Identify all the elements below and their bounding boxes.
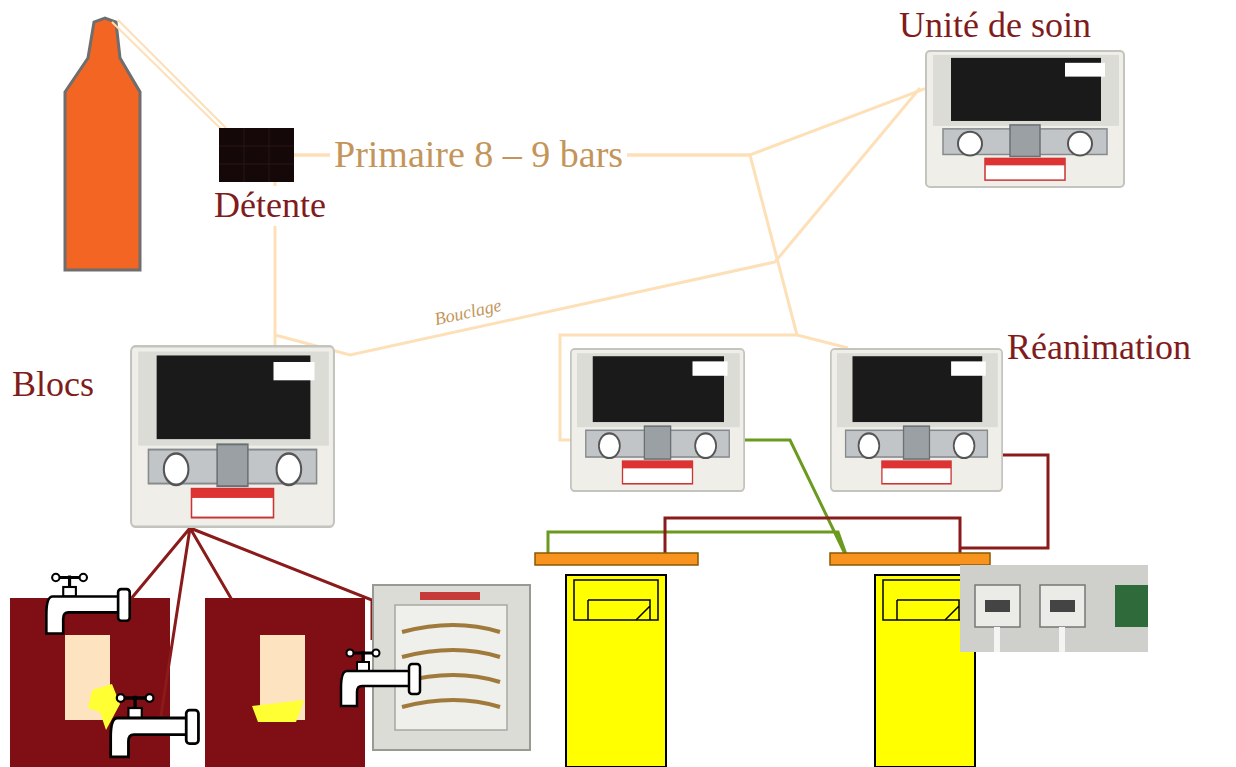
gauge (599, 433, 620, 458)
panel-casing (926, 51, 1124, 187)
gauge (164, 453, 189, 484)
node-heading: Réanimation (1005, 328, 1193, 368)
warning-band (985, 158, 1065, 165)
warning-sticker (623, 461, 693, 484)
gas-pipe (294, 155, 848, 348)
valve-box-shape (925, 50, 1125, 188)
patient-mark (252, 700, 304, 722)
supply-line (130, 528, 372, 722)
outlet-panel (373, 585, 530, 750)
regulator-shape (219, 128, 294, 182)
panel-tag (274, 362, 315, 380)
supply-line (548, 440, 848, 560)
pipe-label: Bouclage (430, 295, 507, 330)
warning-band (623, 461, 693, 468)
regulator-grid (219, 128, 294, 182)
panel-casing (831, 349, 1002, 491)
panel-cover (933, 55, 1119, 126)
tap-icon (111, 694, 199, 757)
panel-cover (837, 353, 998, 427)
panel-tag (1065, 63, 1105, 77)
warning-sticker (192, 489, 274, 518)
warning-band (192, 489, 274, 498)
panel-cover (577, 353, 740, 427)
tap-icon (46, 574, 129, 634)
pressure-regulator: Détente (219, 128, 294, 182)
bed (566, 575, 666, 767)
gauge (277, 453, 302, 484)
bed-rail (830, 553, 990, 565)
gauge (1068, 132, 1092, 156)
valve (1010, 125, 1040, 157)
node-heading: Unité de soin (897, 6, 1093, 46)
panel-tag (951, 361, 986, 375)
panel-casing (131, 346, 334, 526)
node-heading: Détente (212, 186, 328, 226)
gauge (958, 132, 982, 156)
node-heading: Blocs (10, 365, 96, 405)
valve-box (571, 349, 744, 491)
gauge (859, 433, 880, 458)
operating-room (10, 598, 170, 767)
valve (644, 426, 670, 459)
panel-casing (571, 349, 744, 491)
valve-box-shape (130, 345, 335, 528)
valve (904, 426, 930, 459)
warning-sticker (882, 461, 951, 484)
valve-box: Unité de soin (925, 50, 1125, 188)
valve-box-shape (830, 348, 1003, 492)
gas-bottle (65, 18, 140, 270)
valve-box: Blocs (130, 345, 335, 528)
valve-box: Réanimation (830, 348, 1003, 492)
panel-tag (693, 361, 728, 375)
valve (217, 444, 248, 486)
gauge (954, 433, 975, 458)
warning-sticker (985, 158, 1065, 180)
pressure-label: Primaire 8 – 9 bars (330, 134, 627, 176)
regulator-body (219, 128, 294, 182)
panel-cover (138, 352, 329, 446)
bed-rail (535, 553, 698, 565)
tap-icon (341, 650, 420, 707)
outlet-panel (960, 565, 1148, 652)
bottle-pipe (112, 20, 226, 130)
warning-band (882, 461, 951, 468)
gauge (695, 433, 716, 458)
